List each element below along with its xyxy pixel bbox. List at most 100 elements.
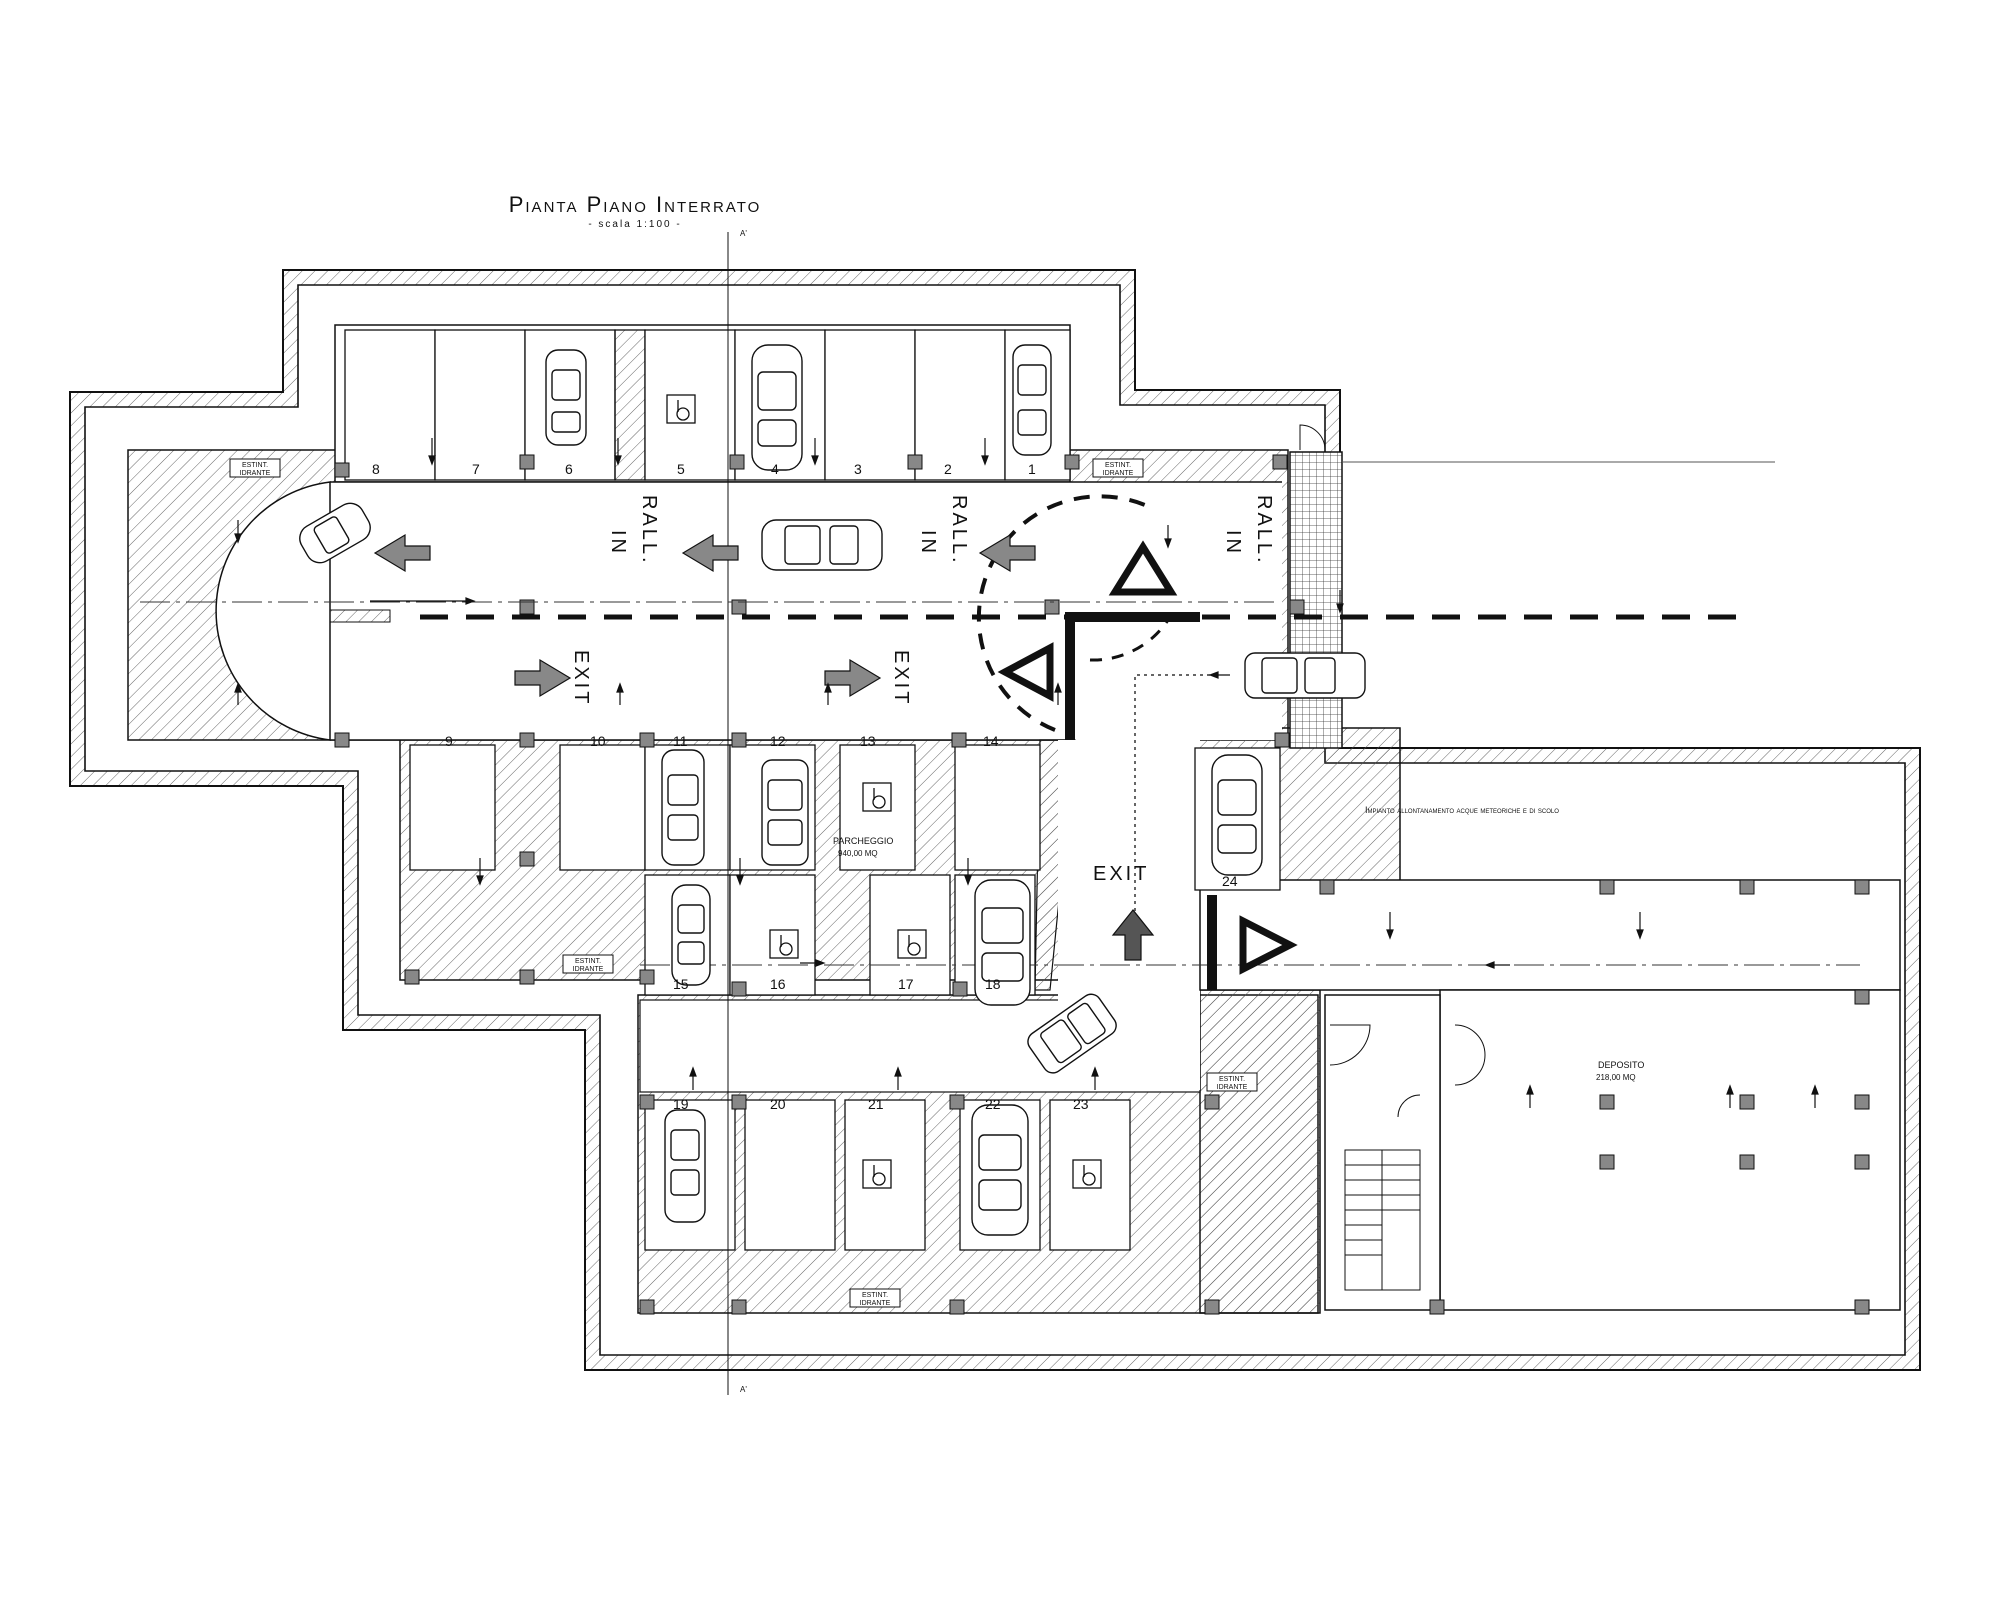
extinguisher-box: ESTINT. IDRANTE [1092,458,1144,478]
arrow-left-1 [373,533,431,573]
storage-room [1439,989,1901,1311]
route-dotted [1134,674,1215,960]
car-icon [971,1104,1029,1236]
lane-in-label: IN [607,530,629,556]
extinguisher-box: ESTINT. IDRANTE [849,1288,901,1308]
direction-arrows [373,533,1155,961]
storage-area [1324,989,1901,1311]
extinguisher-label: IDRANTE [860,1300,891,1307]
car-icon [545,349,587,446]
stall-number: 10 [590,733,606,749]
arrow-left-2 [681,533,739,573]
lane-exit-label: EXIT [890,650,912,706]
stall-number: 9 [445,733,453,749]
parking-area-value: 940,00 MQ [838,849,878,858]
section-marker-bottom: A' [740,1385,747,1394]
extinguisher-label: ESTINT. [1105,462,1131,469]
lane-in-label: IN [1222,530,1244,556]
wheelchair-icon [769,929,799,959]
storage-label: DEPOSITO [1598,1060,1644,1070]
cars [299,344,1366,1236]
car-icon [974,879,1031,1006]
stall-number: 22 [985,1096,1001,1112]
stop-wall-horizontal [1065,612,1200,622]
plan-title: Pianta Piano Interrato [509,192,762,217]
car-icon [1244,652,1366,699]
car-icon [1027,993,1117,1074]
extinguisher-label: ESTINT. [242,462,268,469]
wheelchair-icon [897,929,927,959]
lane-exit-label: EXIT [570,650,592,706]
lane-in-label: IN [917,530,939,556]
extinguisher-label: ESTINT. [1219,1076,1245,1083]
extinguisher-box: ESTINT. IDRANTE [1206,1072,1258,1092]
car-icon [751,344,803,471]
lane-rall-label: RALL. [638,495,660,566]
stall-number: 21 [868,1096,884,1112]
turn-arc [976,494,1146,732]
lane-rall-label: RALL. [948,495,970,566]
stall-number: 5 [677,461,685,477]
extinguisher-label: IDRANTE [1217,1084,1248,1091]
yield-triangle-left [997,642,1054,702]
section-marker-top: A' [740,229,747,238]
wheelchair-icon [862,782,892,812]
entrance-door [1299,424,1326,451]
plan-scale: - scala 1:100 - [588,219,681,230]
stall-number: 8 [372,461,380,477]
stall-number: 18 [985,976,1001,992]
traffic-signs [997,540,1298,990]
arrow-right-2 [824,658,882,698]
stall-number: 20 [770,1096,786,1112]
stall-number: 17 [898,976,914,992]
arrow-up-exit [1111,909,1155,961]
stop-wall-vertical [1065,618,1075,740]
extinguisher-box: ESTINT. IDRANTE [562,954,614,974]
extinguisher-label: IDRANTE [240,470,271,477]
lane-exit-label: EXIT [1093,863,1149,885]
storage-value: 218,00 MQ [1596,1073,1636,1082]
extinguisher-boxes: ESTINT. IDRANTE ESTINT. IDRANTE ESTINT. … [229,458,1258,1308]
extinguisher-label: IDRANTE [573,966,604,973]
yield-triangle-up [1108,540,1178,596]
car-icon [664,1109,706,1223]
parking-area-label: PARCHEGGIO [833,836,893,846]
columns [334,454,1870,1315]
car-icon [761,759,809,866]
turning-semicircle [215,481,331,741]
accessible-symbols [666,394,1102,1189]
car-icon [671,884,711,986]
stall-number: 7 [472,461,480,477]
stall-number: 14 [983,733,999,749]
car-icon [1012,344,1052,456]
stall-number: 12 [770,733,786,749]
extinguisher-label: IDRANTE [1103,470,1134,477]
arrow-left-3 [978,533,1036,573]
car-icon [661,749,705,866]
turn-arc-2 [1089,616,1172,662]
stall-number: 15 [673,976,689,992]
stairs [1344,1149,1421,1291]
yield-triangle-right [1239,915,1298,975]
lane-labels: IN RALL. IN RALL. IN RALL. EXIT EXIT EXI… [570,495,1275,885]
car-icon [299,502,371,564]
wheelchair-icon [862,1159,892,1189]
extinguisher-box: ESTINT. IDRANTE [229,458,281,478]
car-icon [761,519,883,571]
wheelchair-icon [1072,1159,1102,1189]
dashed-segment-start [329,609,391,623]
right-lane [1199,879,1901,991]
small-arrows [234,438,1819,1108]
extinguisher-label: ESTINT. [862,1292,888,1299]
arrow-right-1 [514,658,572,698]
car-icon [1211,754,1263,876]
extinguisher-label: ESTINT. [575,958,601,965]
stall-number: 3 [854,461,862,477]
stall-number: 4 [771,461,779,477]
stall-number: 1 [1028,461,1036,477]
storage-door-1 [1329,1024,1371,1066]
stall-number: 6 [565,461,573,477]
stall-number: 19 [673,1096,689,1112]
storage-door-3 [1397,1094,1421,1118]
stall-number: 2 [944,461,952,477]
